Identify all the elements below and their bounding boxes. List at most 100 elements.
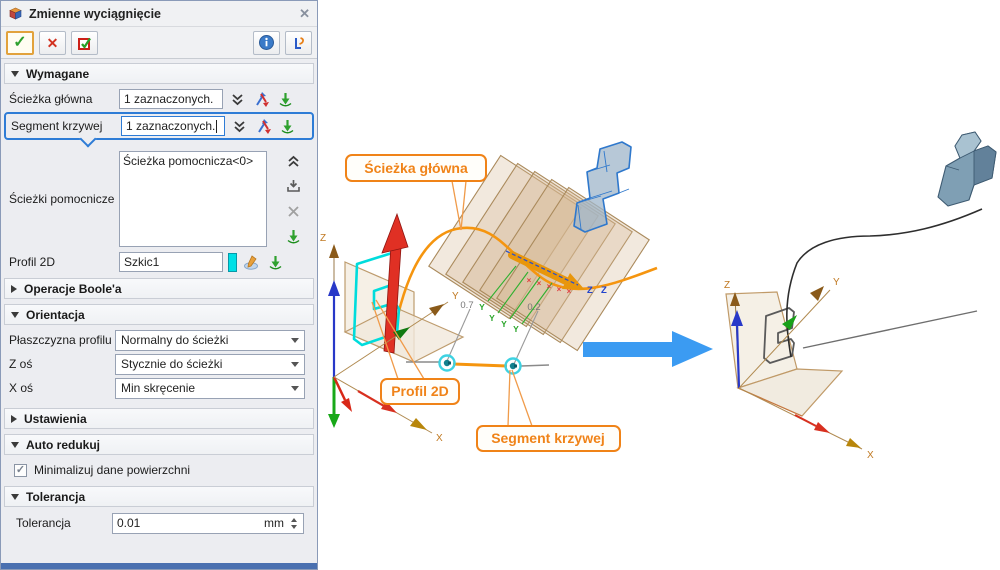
frame-x-tick: × bbox=[567, 287, 572, 296]
dialog-bottom-bar[interactable] bbox=[1, 563, 317, 569]
swept-solid[interactable] bbox=[937, 131, 997, 207]
aux-paths-label: Ścieżki pomocnicze bbox=[9, 192, 115, 206]
axis-z-label: Z bbox=[320, 233, 326, 244]
frame-x-tick: × bbox=[547, 282, 552, 291]
z-axis-arrow-icon bbox=[730, 292, 740, 306]
right-view: Z Y X bbox=[724, 131, 997, 461]
z-frame-arrow-icon bbox=[328, 280, 340, 296]
main-path-label: Ścieżka główna bbox=[9, 92, 93, 106]
list-item[interactable]: Ścieżka pomocnicza<0> bbox=[123, 154, 254, 168]
main-path-input[interactable]: 1 zaznaczonych. bbox=[119, 89, 223, 109]
color-swatch[interactable] bbox=[228, 252, 237, 272]
segment-line-result bbox=[802, 310, 978, 349]
spin-up-icon[interactable] bbox=[291, 517, 297, 522]
pick-target-icon[interactable] bbox=[276, 90, 295, 108]
expand-chevrons-icon[interactable] bbox=[230, 117, 249, 135]
profile-label: Profil 2D bbox=[9, 255, 56, 269]
info-button[interactable] bbox=[253, 30, 280, 55]
red-arrow-icon bbox=[341, 398, 352, 412]
swap-arrows-icon[interactable] bbox=[252, 90, 271, 108]
result-arrow-icon bbox=[583, 331, 713, 367]
frame-x-tick: × bbox=[527, 276, 532, 285]
dropdown-caret-icon bbox=[291, 337, 299, 343]
profile-plane-row: Płaszczyzna profilu Normalny do ścieżki bbox=[4, 329, 314, 351]
direction-arrow-red bbox=[381, 212, 409, 354]
pick-target-icon[interactable] bbox=[278, 117, 297, 135]
section-title: Ustawienia bbox=[24, 411, 87, 426]
cancel-x-icon: ✕ bbox=[46, 34, 59, 51]
viewport-3d[interactable]: Y Y Y Y × × × × × 0.7 0.2 Z Z Z bbox=[318, 0, 1000, 570]
aux-paths-row: Ścieżki pomocnicze Ścieżka pomocnicza<0> bbox=[4, 151, 314, 247]
collapse-triangle-icon bbox=[11, 441, 19, 448]
dropdown-caret-icon bbox=[291, 361, 299, 367]
callout-segment: Segment krzywej bbox=[476, 369, 621, 452]
ok-button[interactable]: ✓ bbox=[6, 30, 34, 55]
callout-profile-label: Profil 2D bbox=[391, 383, 449, 399]
save-list-icon[interactable] bbox=[284, 177, 303, 195]
axis-z-label: Z bbox=[724, 280, 730, 291]
spin-down-icon[interactable] bbox=[291, 524, 297, 529]
curve-segment-row: Segment krzywej 1 zaznaczonych. bbox=[6, 115, 312, 137]
x-axis-arrow-icon bbox=[410, 418, 427, 430]
frame-y-tick: Y bbox=[501, 319, 507, 329]
section-header-wymagane[interactable]: Wymagane bbox=[4, 63, 314, 84]
tolerance-label: Tolerancja bbox=[16, 516, 71, 530]
dialog-zmienne-wyciagniecie: Zmienne wyciągnięcie ✕ ✓ ✕ bbox=[0, 0, 318, 570]
axis-x-label: X bbox=[867, 450, 874, 461]
collapse-triangle-icon bbox=[11, 493, 19, 500]
section-title: Orientacja bbox=[26, 307, 85, 322]
frame-y-tick: Y bbox=[513, 324, 519, 334]
x-axis-select[interactable]: Min skręcenie bbox=[115, 377, 305, 399]
axis-y-label: Y bbox=[452, 291, 459, 302]
dialog-body: Wymagane Ścieżka główna 1 zaznaczonych. bbox=[1, 58, 317, 563]
aux-paths-list[interactable]: Ścieżka pomocnicza<0> bbox=[119, 151, 267, 247]
dropdown-caret-icon bbox=[291, 385, 299, 391]
profile-sketch-result bbox=[763, 307, 795, 364]
section-header-boole[interactable]: Operacje Boole'a bbox=[4, 278, 314, 299]
collapse-chevrons-icon[interactable] bbox=[284, 152, 303, 170]
z-axis-row: Z oś Stycznie do ścieżki bbox=[4, 353, 314, 375]
dialog-titlebar[interactable]: Zmienne wyciągnięcie ✕ bbox=[1, 1, 317, 27]
edit-sketch-icon[interactable] bbox=[242, 253, 261, 271]
tolerance-spinner[interactable] bbox=[289, 517, 299, 529]
section-header-tolerancja[interactable]: Tolerancja bbox=[4, 486, 314, 507]
apply-button[interactable] bbox=[71, 30, 98, 55]
axis-x-label: X bbox=[436, 433, 443, 444]
profile-input[interactable]: Szkic1 bbox=[119, 252, 223, 272]
info-icon bbox=[259, 35, 274, 50]
aux-paths-actions bbox=[267, 151, 314, 247]
section-header-orientacja[interactable]: Orientacja bbox=[4, 304, 314, 325]
axis-triad-right: Z Y X bbox=[724, 277, 874, 461]
remove-item-icon[interactable] bbox=[284, 203, 303, 221]
x-axis-label: X oś bbox=[9, 381, 34, 395]
x-axis-arrow-icon bbox=[846, 438, 861, 448]
pick-target-icon[interactable] bbox=[266, 253, 285, 271]
frame-x-tick: × bbox=[537, 279, 542, 288]
y-green-arrow-icon bbox=[393, 327, 410, 340]
expand-chevrons-icon[interactable] bbox=[228, 90, 247, 108]
section-header-auto-redukuj[interactable]: Auto redukuj bbox=[4, 434, 314, 455]
swap-arrows-icon[interactable] bbox=[254, 117, 273, 135]
pick-target-icon[interactable] bbox=[284, 228, 303, 246]
note-button[interactable] bbox=[285, 30, 312, 55]
tolerance-input[interactable]: 0.01 mm bbox=[112, 512, 304, 534]
section-title: Wymagane bbox=[26, 66, 90, 81]
frame-y-tick: Y bbox=[479, 302, 485, 312]
curve-segment-label: Segment krzywej bbox=[11, 119, 103, 133]
param-value: 0.2 bbox=[527, 302, 540, 313]
section-header-ustawienia[interactable]: Ustawienia bbox=[4, 408, 314, 429]
minimize-surface-row: ✓ Minimalizuj dane powierzchni bbox=[4, 459, 314, 481]
callout-segment-label: Segment krzywej bbox=[491, 430, 605, 446]
sweep-frame-arrow: Y Y Y Y × × × × × 0.7 0.2 Z Z bbox=[460, 250, 607, 334]
profile-plane-select[interactable]: Normalny do ścieżki bbox=[115, 329, 305, 351]
preview-solid-wireframe bbox=[573, 141, 632, 233]
cancel-button[interactable]: ✕ bbox=[39, 30, 66, 55]
curve-segment-input[interactable]: 1 zaznaczonych. bbox=[121, 116, 225, 136]
main-path-curve[interactable] bbox=[389, 226, 658, 350]
z-axis-select[interactable]: Stycznie do ścieżki bbox=[115, 353, 305, 375]
expand-triangle-icon bbox=[11, 284, 17, 293]
close-icon[interactable]: ✕ bbox=[299, 5, 310, 21]
minimize-surface-checkbox[interactable]: ✓ bbox=[14, 463, 27, 477]
segment-endpoint[interactable] bbox=[438, 354, 456, 372]
